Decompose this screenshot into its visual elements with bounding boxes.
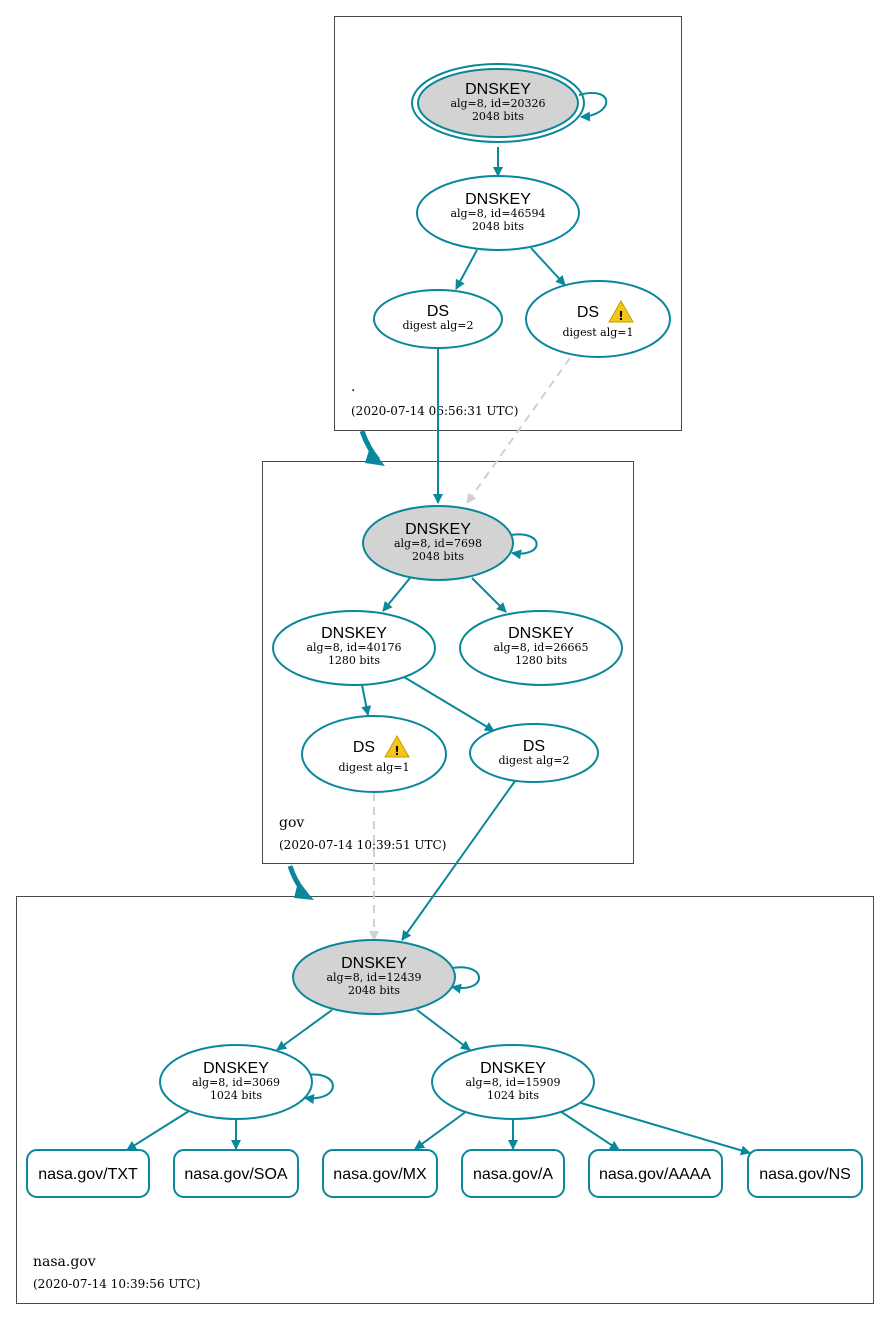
edge-gov-ds2-nasa-ksk	[401, 780, 516, 941]
node-title: DNSKEY	[405, 521, 471, 538]
edge-gov-ksk-zsk2	[471, 577, 507, 613]
zone-gov-timestamp: (2020-07-14 10:39:51 UTC)	[279, 838, 446, 852]
rrset-label: nasa.gov/AAAA	[599, 1166, 711, 1183]
warning-icon: !	[608, 299, 634, 323]
edge-nasa-ksk-zsk2	[416, 1009, 471, 1051]
edge-nasa-zsk2-aaaa	[559, 1110, 620, 1151]
node-key-size: 1280 bits	[328, 654, 380, 667]
node-key-info: alg=8, id=12439	[326, 971, 421, 984]
node-key-size: 1280 bits	[515, 654, 567, 667]
edge-nasa-zsk1-self	[304, 1073, 334, 1104]
node-gov-ds1[interactable]: DS ! digest alg=1	[301, 715, 447, 793]
edge-root-ds1-gov-ksk	[466, 357, 571, 504]
edge-nasa-ksk-self	[451, 966, 480, 994]
node-gov-zsk1[interactable]: DNSKEY alg=8, id=40176 1280 bits	[272, 610, 436, 686]
delegation-arrowhead-gov-nasa	[294, 882, 314, 900]
rrset-label: nasa.gov/MX	[333, 1166, 427, 1183]
node-key-size: 2048 bits	[472, 220, 524, 233]
node-key-info: alg=8, id=40176	[306, 641, 401, 654]
node-root-ds1[interactable]: DS ! digest alg=1	[525, 280, 671, 358]
zone-root-timestamp: (2020-07-14 06:56:31 UTC)	[351, 404, 518, 418]
node-key-info: alg=8, id=20326	[450, 97, 545, 110]
rrset-label: nasa.gov/SOA	[184, 1166, 288, 1183]
node-title: DNSKEY	[203, 1060, 269, 1077]
zone-root-name: .	[351, 379, 355, 395]
node-digest: digest alg=2	[402, 319, 473, 332]
node-key-info: alg=8, id=3069	[192, 1076, 280, 1089]
edge-nasa-zsk1-txt	[126, 1110, 190, 1151]
node-title: DS	[427, 303, 449, 320]
rrset-label: nasa.gov/TXT	[38, 1166, 138, 1183]
rrset-mx[interactable]: nasa.gov/MX	[322, 1149, 438, 1198]
node-nasa-zsk2[interactable]: DNSKEY alg=8, id=15909 1024 bits	[431, 1044, 595, 1120]
rrset-label: nasa.gov/NS	[759, 1166, 851, 1183]
node-root-zsk[interactable]: DNSKEY alg=8, id=46594 2048 bits	[416, 175, 580, 251]
zone-nasa-box	[16, 896, 874, 1304]
node-root-ksk[interactable]: DNSKEY alg=8, id=20326 2048 bits	[411, 63, 585, 143]
node-digest: digest alg=1	[562, 326, 633, 339]
node-title: DNSKEY	[465, 191, 531, 208]
delegation-arrowhead-root-gov	[365, 447, 385, 466]
edge-root-ksk-self	[578, 92, 608, 122]
node-key-size: 1024 bits	[210, 1089, 262, 1102]
node-root-ds2[interactable]: DS digest alg=2	[373, 289, 503, 349]
zone-gov-name: gov	[279, 815, 304, 831]
rrset-soa[interactable]: nasa.gov/SOA	[173, 1149, 299, 1198]
node-title: DNSKEY	[341, 955, 407, 972]
edge-gov-zsk1-ds2	[403, 676, 495, 732]
node-key-info: alg=8, id=15909	[465, 1076, 560, 1089]
node-nasa-zsk1[interactable]: DNSKEY alg=8, id=3069 1024 bits	[159, 1044, 313, 1120]
node-title: DNSKEY	[321, 625, 387, 642]
node-title: DNSKEY	[465, 81, 531, 98]
node-key-info: alg=8, id=26665	[493, 641, 588, 654]
node-title: DNSKEY	[480, 1060, 546, 1077]
zone-gov-box	[262, 461, 634, 864]
edge-gov-ksk-self	[510, 533, 538, 560]
node-key-size: 1024 bits	[487, 1089, 539, 1102]
node-key-info: alg=8, id=7698	[394, 537, 482, 550]
edge-gov-ksk-zsk1	[382, 577, 411, 612]
node-key-info: alg=8, id=46594	[450, 207, 545, 220]
zone-root-box	[334, 16, 682, 431]
edge-root-zsk-ds2	[455, 249, 478, 290]
node-digest: digest alg=2	[498, 754, 569, 767]
edge-nasa-zsk2-mx	[414, 1110, 468, 1150]
node-nasa-ksk[interactable]: DNSKEY alg=8, id=12439 2048 bits	[292, 939, 456, 1015]
node-key-size: 2048 bits	[412, 550, 464, 563]
node-digest: digest alg=1	[338, 761, 409, 774]
zone-nasa-timestamp: (2020-07-14 10:39:56 UTC)	[33, 1277, 200, 1291]
edge-gov-zsk1-ds1	[361, 684, 372, 716]
node-gov-ksk[interactable]: DNSKEY alg=8, id=7698 2048 bits	[362, 505, 514, 581]
svg-text:!: !	[394, 744, 399, 758]
svg-text:!: !	[618, 309, 623, 323]
rrset-aaaa[interactable]: nasa.gov/AAAA	[588, 1149, 723, 1198]
zone-nasa-name: nasa.gov	[33, 1254, 96, 1270]
node-title: DS	[523, 738, 545, 755]
rrset-txt[interactable]: nasa.gov/TXT	[26, 1149, 150, 1198]
edge-root-zsk-ds1	[530, 247, 566, 286]
node-title: DNSKEY	[508, 625, 574, 642]
node-title: DS	[353, 739, 375, 756]
node-gov-ds2[interactable]: DS digest alg=2	[469, 723, 599, 783]
rrset-ns[interactable]: nasa.gov/NS	[747, 1149, 863, 1198]
edge-nasa-ksk-zsk1	[276, 1009, 333, 1051]
node-key-size: 2048 bits	[472, 110, 524, 123]
edge-nasa-zsk2-ns	[580, 1102, 751, 1156]
node-gov-zsk2[interactable]: DNSKEY alg=8, id=26665 1280 bits	[459, 610, 623, 686]
node-key-size: 2048 bits	[348, 984, 400, 997]
node-title: DS	[577, 304, 599, 321]
rrset-label: nasa.gov/A	[473, 1166, 553, 1183]
warning-icon: !	[384, 734, 410, 758]
rrset-a[interactable]: nasa.gov/A	[461, 1149, 565, 1198]
